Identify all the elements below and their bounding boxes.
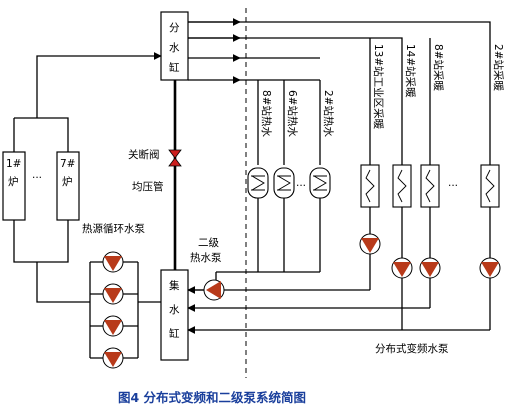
shutoff-valve-icon <box>168 149 182 167</box>
heating-user-2-exchanger-icon <box>480 164 500 208</box>
figure-caption: 图4 分布式变频和二级泵系统简图 <box>118 390 306 405</box>
distributed-pump-2-icon <box>479 257 501 279</box>
source-pump-1-icon <box>102 251 124 273</box>
station-6-exchanger-icon <box>273 167 295 199</box>
secondary-pump-label-2: 热水泵 <box>190 251 222 264</box>
supply-header <box>160 11 189 81</box>
heating-user-13-exchanger-icon <box>360 164 380 208</box>
source-pump-2-icon <box>102 283 124 305</box>
heating-user-14-exchanger-icon <box>392 164 412 208</box>
boiler-return-pipe <box>36 262 90 303</box>
supply-line-2 <box>188 37 431 165</box>
heating-ellipsis: ... <box>448 177 458 189</box>
station-return-pipes <box>216 198 321 273</box>
heating-user-2-label: 2#站采暖 <box>492 44 505 91</box>
heating-user-8-label: 8#站采暖 <box>432 44 445 91</box>
supply-header-char-1: 分 <box>169 22 180 34</box>
return-header-char-2: 水 <box>169 304 180 316</box>
boiler-7-label-char: 炉 <box>62 176 73 188</box>
balance-pipe-label: 均压管 <box>132 180 164 193</box>
heating-user-14-label: 14#站采暖 <box>404 44 417 98</box>
boiler-1-label-char: 炉 <box>8 176 19 188</box>
supply-line-1 <box>188 21 491 165</box>
supply-header-char-2: 水 <box>169 42 180 54</box>
source-pump-4-icon <box>102 347 124 369</box>
heating-user-8-exchanger-icon <box>420 164 440 208</box>
heating-user-13-label: 13#站工业区采暖 <box>372 44 385 130</box>
distributed-pumps-label: 分布式变频水泵 <box>375 342 449 355</box>
boiler-7-label-num: 7# <box>60 158 75 170</box>
boiler-outlet-manifold <box>13 117 69 152</box>
station-8-exchanger-icon <box>247 167 269 199</box>
boiler-inlet-manifold <box>13 220 69 263</box>
supply-main-pipe <box>36 52 162 118</box>
boiler-1-label-num: 1# <box>6 158 21 170</box>
source-pumps-label: 热源循环水泵 <box>82 222 145 235</box>
return-header-char-3: 缸 <box>169 327 180 340</box>
station-2-exchanger-icon <box>309 167 331 199</box>
distributed-pump-8-icon <box>419 257 441 279</box>
stations-ellipsis: ... <box>296 177 306 189</box>
secondary-pump-icon <box>203 279 225 301</box>
supply-header-char-3: 缸 <box>169 61 180 74</box>
shutoff-valve-label: 关断阀 <box>128 148 160 161</box>
station-8-label: 8#站热水 <box>260 90 273 137</box>
distributed-pump-13-icon <box>359 233 381 255</box>
source-pump-3-icon <box>102 315 124 337</box>
secondary-pump-label-1: 二级 <box>198 237 219 249</box>
station-6-label: 6#站热水 <box>286 90 299 137</box>
station-distribution-header <box>240 79 321 165</box>
return-header-char-1: 集 <box>169 279 180 292</box>
boiler-ellipsis: ... <box>32 169 42 181</box>
return-header <box>160 269 189 361</box>
station-2-label: 2#站热水 <box>322 90 335 137</box>
distributed-pump-14-icon <box>391 257 413 279</box>
